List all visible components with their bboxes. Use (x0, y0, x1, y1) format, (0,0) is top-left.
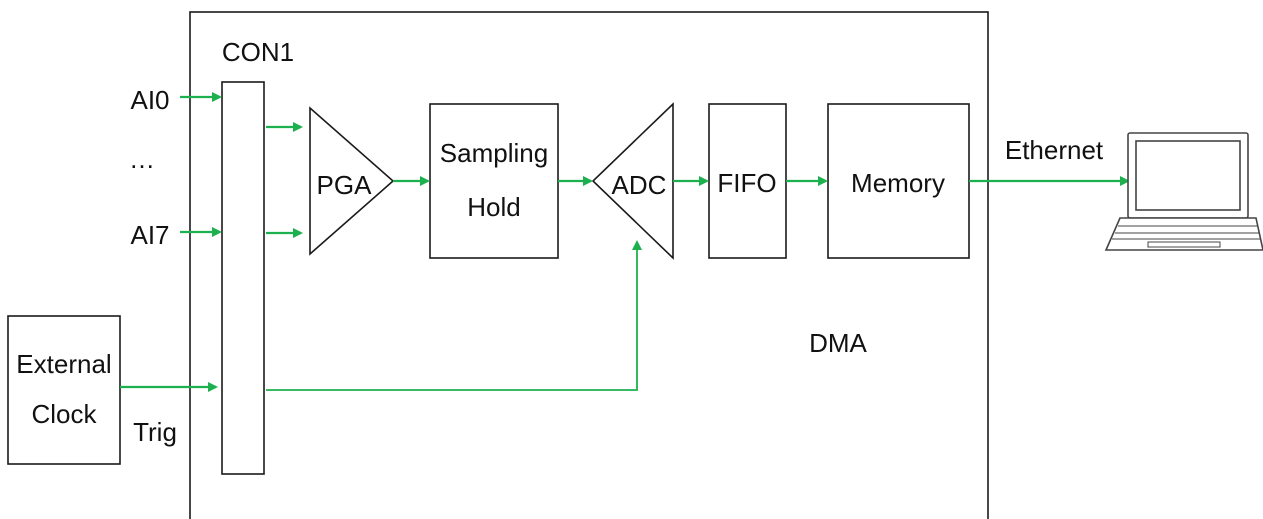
fifo-label: FIFO (717, 168, 777, 198)
pga-label: PGA (316, 170, 372, 200)
memory-label: Memory (851, 168, 945, 198)
trig-label: Trig (133, 417, 177, 447)
con1-label: CON1 (221, 37, 295, 67)
external-clock-box (7, 315, 121, 465)
laptop-icon (1104, 132, 1263, 251)
ai7-label: AI7 (130, 220, 170, 250)
con1-connector (221, 81, 265, 475)
main-board-frame (189, 11, 989, 519)
external-clock-label: External Clock (16, 347, 111, 433)
ethernet-label: Ethernet (1004, 135, 1104, 165)
adc-label: ADC (611, 170, 667, 200)
sampling-hold-line2: Hold (467, 192, 521, 222)
pga-amplifier (309, 106, 395, 256)
external-clock-line1: External (16, 349, 112, 380)
dma-label: DMA (809, 328, 867, 358)
trig-to-adc-line (266, 240, 642, 391)
external-clock-line2: Clock (31, 399, 97, 429)
sampling-hold-label: Sampling Hold (440, 136, 548, 226)
sampling-hold-line1: Sampling (439, 138, 549, 169)
ellipsis-label: … (129, 144, 155, 174)
ai0-label: AI0 (130, 85, 170, 115)
